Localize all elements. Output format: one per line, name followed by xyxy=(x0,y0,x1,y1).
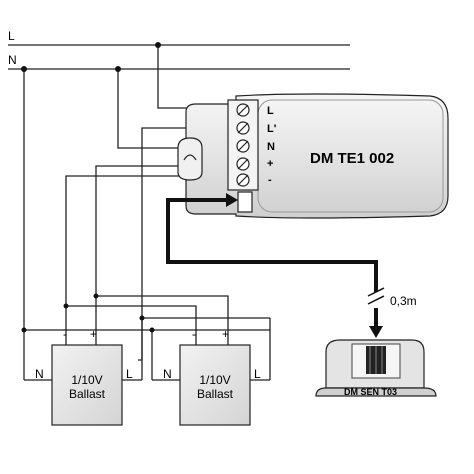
sensor-name: DM SEN T03 xyxy=(344,387,397,397)
sensor-cable: 0,3m xyxy=(166,193,417,338)
neutral-rail-label: N xyxy=(8,53,17,67)
sensor-flange xyxy=(315,387,437,397)
terminal-label-lprime: L' xyxy=(267,123,277,135)
terminal-label-minus: - xyxy=(268,174,272,186)
cable-break-mark-2 xyxy=(367,295,385,305)
ballast-1: - + N L 1/10V Ballast xyxy=(35,327,133,426)
terminal-label-plus: + xyxy=(267,158,273,170)
cable-arrow-to-sensor xyxy=(369,326,383,338)
ballast-1-subtitle: Ballast xyxy=(69,387,106,401)
ballast-2-n: N xyxy=(163,367,172,381)
gland-loop xyxy=(183,154,197,161)
ballast-1-n: N xyxy=(35,367,44,381)
cable-length-label: 0,3m xyxy=(390,294,417,308)
ballast-1-minus: - xyxy=(63,327,67,341)
line-rail-label: L xyxy=(8,29,15,43)
ballast-2-body xyxy=(179,344,251,426)
terminal-label-l: L xyxy=(267,105,274,117)
ballast-1-plus: + xyxy=(90,327,97,341)
sensor-cable-upper xyxy=(166,198,378,292)
junction-n-b1 xyxy=(21,327,27,333)
junction-plus xyxy=(93,293,99,299)
ballast-2-minus: - xyxy=(192,327,196,341)
junction-l xyxy=(155,42,161,48)
sensor-device: DM SEN T03 xyxy=(315,339,437,397)
junction-n-b2 xyxy=(149,327,155,333)
cable-arrow-to-controller xyxy=(226,193,238,207)
junction-minus xyxy=(63,303,69,309)
ballast-2-plus: + xyxy=(222,327,229,341)
junction-n-ballasts xyxy=(21,66,27,72)
junction-n-controller xyxy=(115,66,121,72)
controller-name: DM TE1 002 xyxy=(310,150,394,167)
controller-device: L L' N + - DM TE1 002 xyxy=(177,93,449,219)
ballast-2-title: 1/10V xyxy=(199,373,230,387)
supply-rails: L N xyxy=(8,29,350,70)
ballast-1-title: 1/10V xyxy=(71,373,102,387)
cable-break-mark-1 xyxy=(367,287,385,297)
ballast-2-l: L xyxy=(254,367,261,381)
terminal-screws xyxy=(236,103,250,187)
ballast-2: - + N L 1/10V Ballast xyxy=(163,327,261,426)
sensor-port xyxy=(237,191,253,213)
ballast-2-subtitle: Ballast xyxy=(197,387,234,401)
cable-gland xyxy=(177,137,203,181)
ballast-1-l: L xyxy=(126,367,133,381)
junction-lprime xyxy=(139,315,145,321)
terminal-label-n: N xyxy=(267,141,275,153)
ballast-1-body xyxy=(51,344,123,426)
wire-l-to-controller xyxy=(157,45,236,109)
